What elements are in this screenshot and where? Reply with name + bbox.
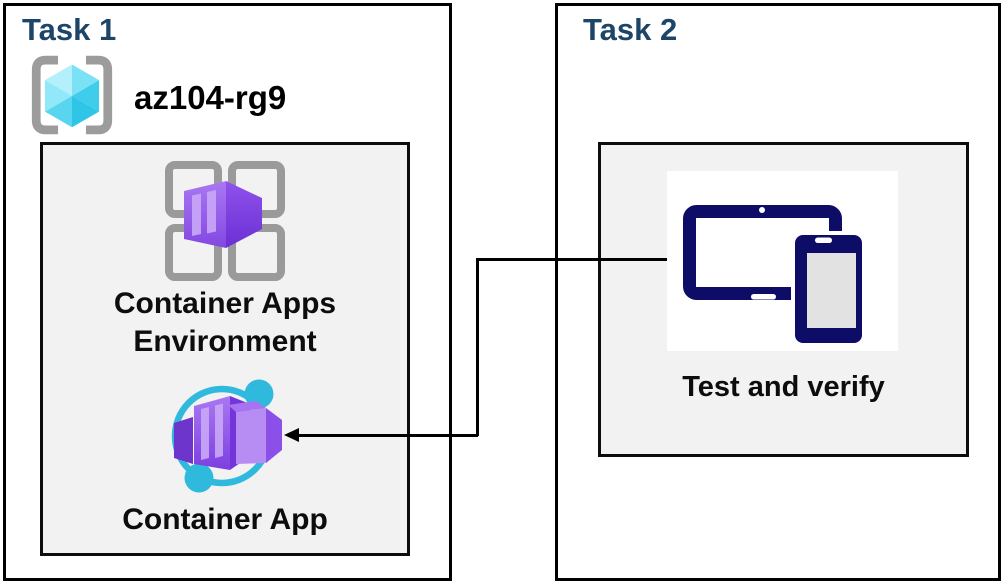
resource-group-icon [28, 54, 116, 141]
container-app-icon [166, 378, 284, 499]
task1-box: Task 1 az104-rg9 [3, 3, 452, 581]
task2-box: Task 2 Test and verify [555, 3, 1001, 581]
connector-top-segment [476, 258, 667, 261]
resource-group-name: az104-rg9 [134, 78, 287, 116]
task2-inner-box: Test and verify [598, 142, 969, 457]
container-apps-environment-icon [164, 160, 286, 287]
connector-vertical-segment [476, 258, 479, 436]
connector-arrowhead-icon [284, 428, 299, 442]
devices-panel [667, 171, 898, 351]
environment-label-line1: Container Apps [113, 287, 337, 320]
connector-bottom-segment [297, 434, 478, 437]
resource-group-row: az104-rg9 [28, 54, 286, 141]
container-app-label: Container App [122, 503, 328, 536]
test-and-verify-label: Test and verify [682, 371, 885, 403]
environment-label-line2: Environment [133, 325, 317, 358]
task1-inner-box: Container Apps Environment [40, 142, 410, 556]
task2-title: Task 2 [583, 12, 678, 47]
tablet-phone-icon [667, 205, 898, 355]
task1-title: Task 1 [22, 12, 117, 47]
environment-label: Container Apps Environment [43, 285, 407, 361]
